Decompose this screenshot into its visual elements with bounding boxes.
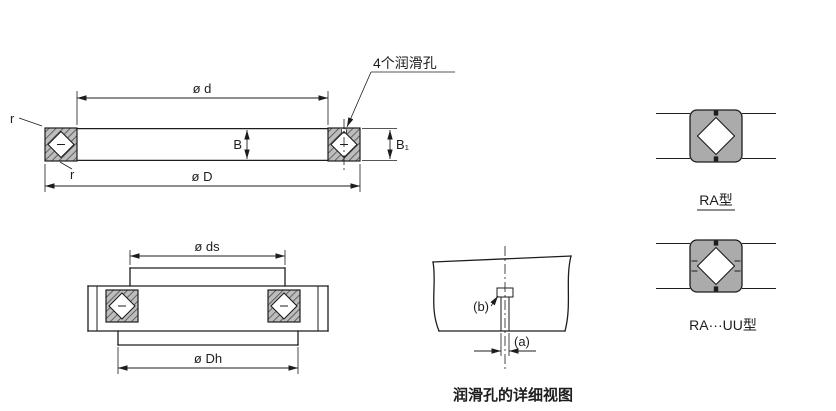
lube-callout-label: 4个润滑孔 xyxy=(373,55,437,71)
fillet-annotations: r r xyxy=(10,111,75,182)
shaft-dimension: ø ds xyxy=(129,239,286,265)
bearing-section-block-right xyxy=(327,119,361,170)
bearing-section-block-left xyxy=(44,127,78,162)
dim-b-annotation: (b) xyxy=(473,295,499,314)
lube-hole-detail-view: (b) (a) 润滑孔的详细视图 xyxy=(432,246,573,404)
mounting-drawing: ø ds ø Dh xyxy=(87,239,329,374)
plate-top-line xyxy=(432,255,572,263)
type-symbol-rauu: RA···UU型 xyxy=(656,239,776,333)
callout-leader-line xyxy=(346,71,372,128)
dim-b-leader xyxy=(490,295,499,307)
mount-section-block-left xyxy=(105,289,139,323)
outer-dimension: ø D xyxy=(44,164,361,192)
housing-dimension-label: ø Dh xyxy=(194,351,222,366)
dim-b-label: (b) xyxy=(473,299,489,314)
detail-view-caption: 润滑孔的详细视图 xyxy=(453,386,573,404)
break-edge-left xyxy=(432,261,440,332)
outer-dimension-label: ø D xyxy=(192,169,213,184)
roller-diamond xyxy=(696,116,736,156)
type-symbol-ra: RA型 xyxy=(656,109,776,211)
width-dimension-label: B xyxy=(233,137,242,152)
seal-marks xyxy=(691,260,741,272)
dim-a-label: (a) xyxy=(514,334,530,349)
roller-diamond xyxy=(696,246,736,286)
main-bearing-drawing: ø d ø D B B₁ r r 4个润滑 xyxy=(10,55,455,192)
rauu-type-label: RA···UU型 xyxy=(689,317,757,333)
ring-joint-mark-bottom xyxy=(713,286,719,292)
lube-holes-callout: 4个润滑孔 xyxy=(346,55,455,128)
ring-joint-mark-bottom xyxy=(713,156,719,162)
mount-section-block-right xyxy=(267,289,301,323)
fillet-bottom-label: r xyxy=(70,167,75,182)
counterbore xyxy=(496,287,514,298)
ring-joint-mark-top xyxy=(713,110,719,116)
ring-joint-mark-top xyxy=(713,240,719,246)
fillet-top-leader xyxy=(18,117,43,127)
width-dimension: B xyxy=(233,130,250,159)
fillet-top-label: r xyxy=(10,111,15,126)
bore-dimension-label: ø d xyxy=(193,81,212,96)
fillet-bottom-leader xyxy=(59,161,73,170)
shaft-dimension-label: ø ds xyxy=(194,239,220,254)
housing-dimension: ø Dh xyxy=(117,347,299,374)
dim-a-annotation: (a) xyxy=(474,333,536,356)
ra-type-label: RA型 xyxy=(699,192,732,208)
width1-dimension: B₁ xyxy=(362,128,410,161)
bore-dimension: ø d xyxy=(76,81,329,125)
width1-dimension-label: B₁ xyxy=(396,137,410,152)
break-edge-right xyxy=(564,255,572,332)
